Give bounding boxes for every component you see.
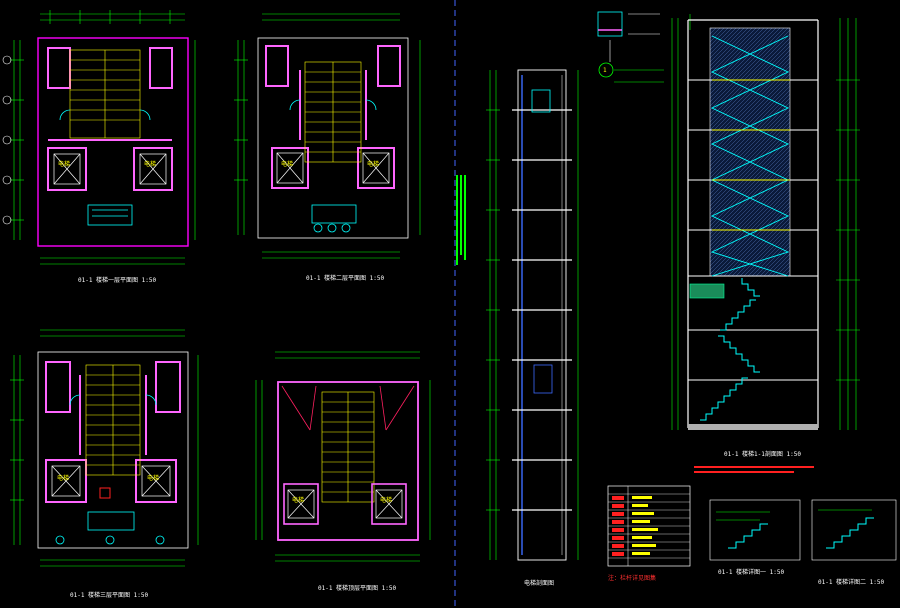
plan-3-outline bbox=[37, 351, 189, 549]
elevator-section-notes bbox=[456, 175, 466, 265]
plan-1-walls bbox=[47, 47, 173, 191]
plan-1-stair bbox=[69, 49, 141, 139]
plan-3-dimensions bbox=[10, 329, 199, 567]
plan-1-axis-bubbles bbox=[2, 55, 12, 225]
stair-foundation bbox=[688, 424, 818, 430]
detail-callout-bubble bbox=[598, 62, 614, 78]
plan-2-stair bbox=[304, 61, 362, 163]
stair-flights-lower bbox=[700, 278, 760, 421]
plan-3-elevators bbox=[51, 465, 171, 497]
plan-4-top-floor: 01-1 楼梯顶层平面图 1:50 电梯 电梯 bbox=[255, 351, 431, 592]
plan-1-dimensions bbox=[10, 10, 196, 265]
stair-section-title: 01-1 楼梯1-1剖面图 1:50 bbox=[724, 450, 801, 458]
plan-4-elevators bbox=[287, 489, 403, 519]
detail-1: 01-1 楼梯详图一 1:50 bbox=[709, 499, 801, 576]
plan-1-title: 01-1 楼梯一层平面图 1:50 bbox=[78, 276, 157, 284]
plan-1-first-floor: 01-1 楼梯一层平面图 1:50 电梯 电梯 bbox=[2, 10, 196, 284]
plan-1-elevator-label-b: 电梯 bbox=[144, 160, 156, 168]
schedule-table: 注：栏杆详见图集 bbox=[607, 485, 691, 582]
schedule-table-cells-col2 bbox=[632, 496, 658, 555]
elevator-section-title: 电梯剖面图 bbox=[524, 579, 554, 587]
plan-2-elevator-label-a: 电梯 bbox=[281, 160, 293, 168]
plan-3-elevator-label-b: 电梯 bbox=[147, 474, 159, 482]
elevator-cab bbox=[533, 364, 553, 394]
plan-4-walls bbox=[283, 483, 407, 525]
plan-3-cyan-details bbox=[55, 394, 165, 545]
detail-2-title: 01-1 楼梯详图二 1:50 bbox=[818, 578, 885, 586]
plan-3-elevator-label-a: 电梯 bbox=[57, 474, 69, 482]
stair-section-dimensions bbox=[671, 14, 860, 430]
plan-3-title: 01-1 楼梯三层平面图 1:50 bbox=[70, 591, 149, 599]
detail-2: 01-1 楼梯详图二 1:50 bbox=[811, 499, 897, 586]
plan-2-cyan-details bbox=[289, 99, 377, 233]
plan-3-red-marker bbox=[99, 487, 111, 499]
stair-upper-hatched-zone bbox=[709, 27, 791, 277]
plan-2-elevator-label-b: 电梯 bbox=[367, 160, 379, 168]
schedule-table-cells-col1 bbox=[612, 496, 624, 556]
elevator-section: 电梯剖面图 bbox=[456, 69, 579, 587]
elevator-section-dimensions bbox=[486, 70, 579, 560]
elevator-cab-top bbox=[531, 89, 551, 113]
schedule-table-note: 注：栏杆详见图集 bbox=[608, 574, 656, 582]
plan-4-elevator-label-b: 电梯 bbox=[380, 496, 392, 504]
plan-1-cyan-details bbox=[59, 109, 151, 226]
detail-callout-top: 1 bbox=[597, 11, 664, 83]
plan-3-walls bbox=[45, 361, 181, 503]
elevator-floor-slabs bbox=[512, 109, 572, 511]
plan-1-elevators bbox=[53, 153, 167, 185]
stair-flights-upper bbox=[710, 35, 790, 277]
detail-1-title: 01-1 楼梯详图一 1:50 bbox=[718, 568, 785, 576]
plan-3-stair bbox=[85, 364, 141, 476]
plan-2-second-floor: 01-1 楼梯二层平面图 1:50 电梯 电梯 bbox=[234, 13, 421, 282]
stair-section-walls bbox=[687, 19, 819, 428]
plan-4-title: 01-1 楼梯顶层平面图 1:50 bbox=[318, 584, 397, 592]
plan-3-third-floor: 01-1 楼梯三层平面图 1:50 电梯 电梯 bbox=[10, 329, 199, 599]
plan-2-elevators bbox=[276, 152, 390, 184]
plan-4-outline bbox=[277, 381, 419, 541]
plan-1-elevator-label-a: 电梯 bbox=[58, 160, 70, 168]
stair-green-block bbox=[689, 283, 725, 299]
stair-section-red-notes bbox=[694, 466, 814, 473]
stair-landings-upper bbox=[712, 79, 790, 231]
schedule-table-rows bbox=[608, 493, 690, 559]
plan-1-outline bbox=[37, 37, 189, 247]
plan-4-elevator-label-a: 电梯 bbox=[292, 496, 304, 504]
detail-callout-number: 1 bbox=[603, 67, 607, 74]
elevator-shaft-outline bbox=[517, 69, 567, 561]
plan-4-stair bbox=[321, 391, 375, 503]
plan-2-walls bbox=[265, 45, 401, 189]
plan-2-outline bbox=[257, 37, 409, 239]
plan-4-roof-slopes bbox=[281, 385, 415, 431]
plan-4-dimensions bbox=[255, 351, 431, 562]
plan-2-dimensions bbox=[234, 13, 421, 259]
stair-section: 01-1 楼梯1-1剖面图 1:50 bbox=[671, 14, 860, 473]
plan-2-title: 01-1 楼梯二层平面图 1:50 bbox=[306, 274, 385, 282]
